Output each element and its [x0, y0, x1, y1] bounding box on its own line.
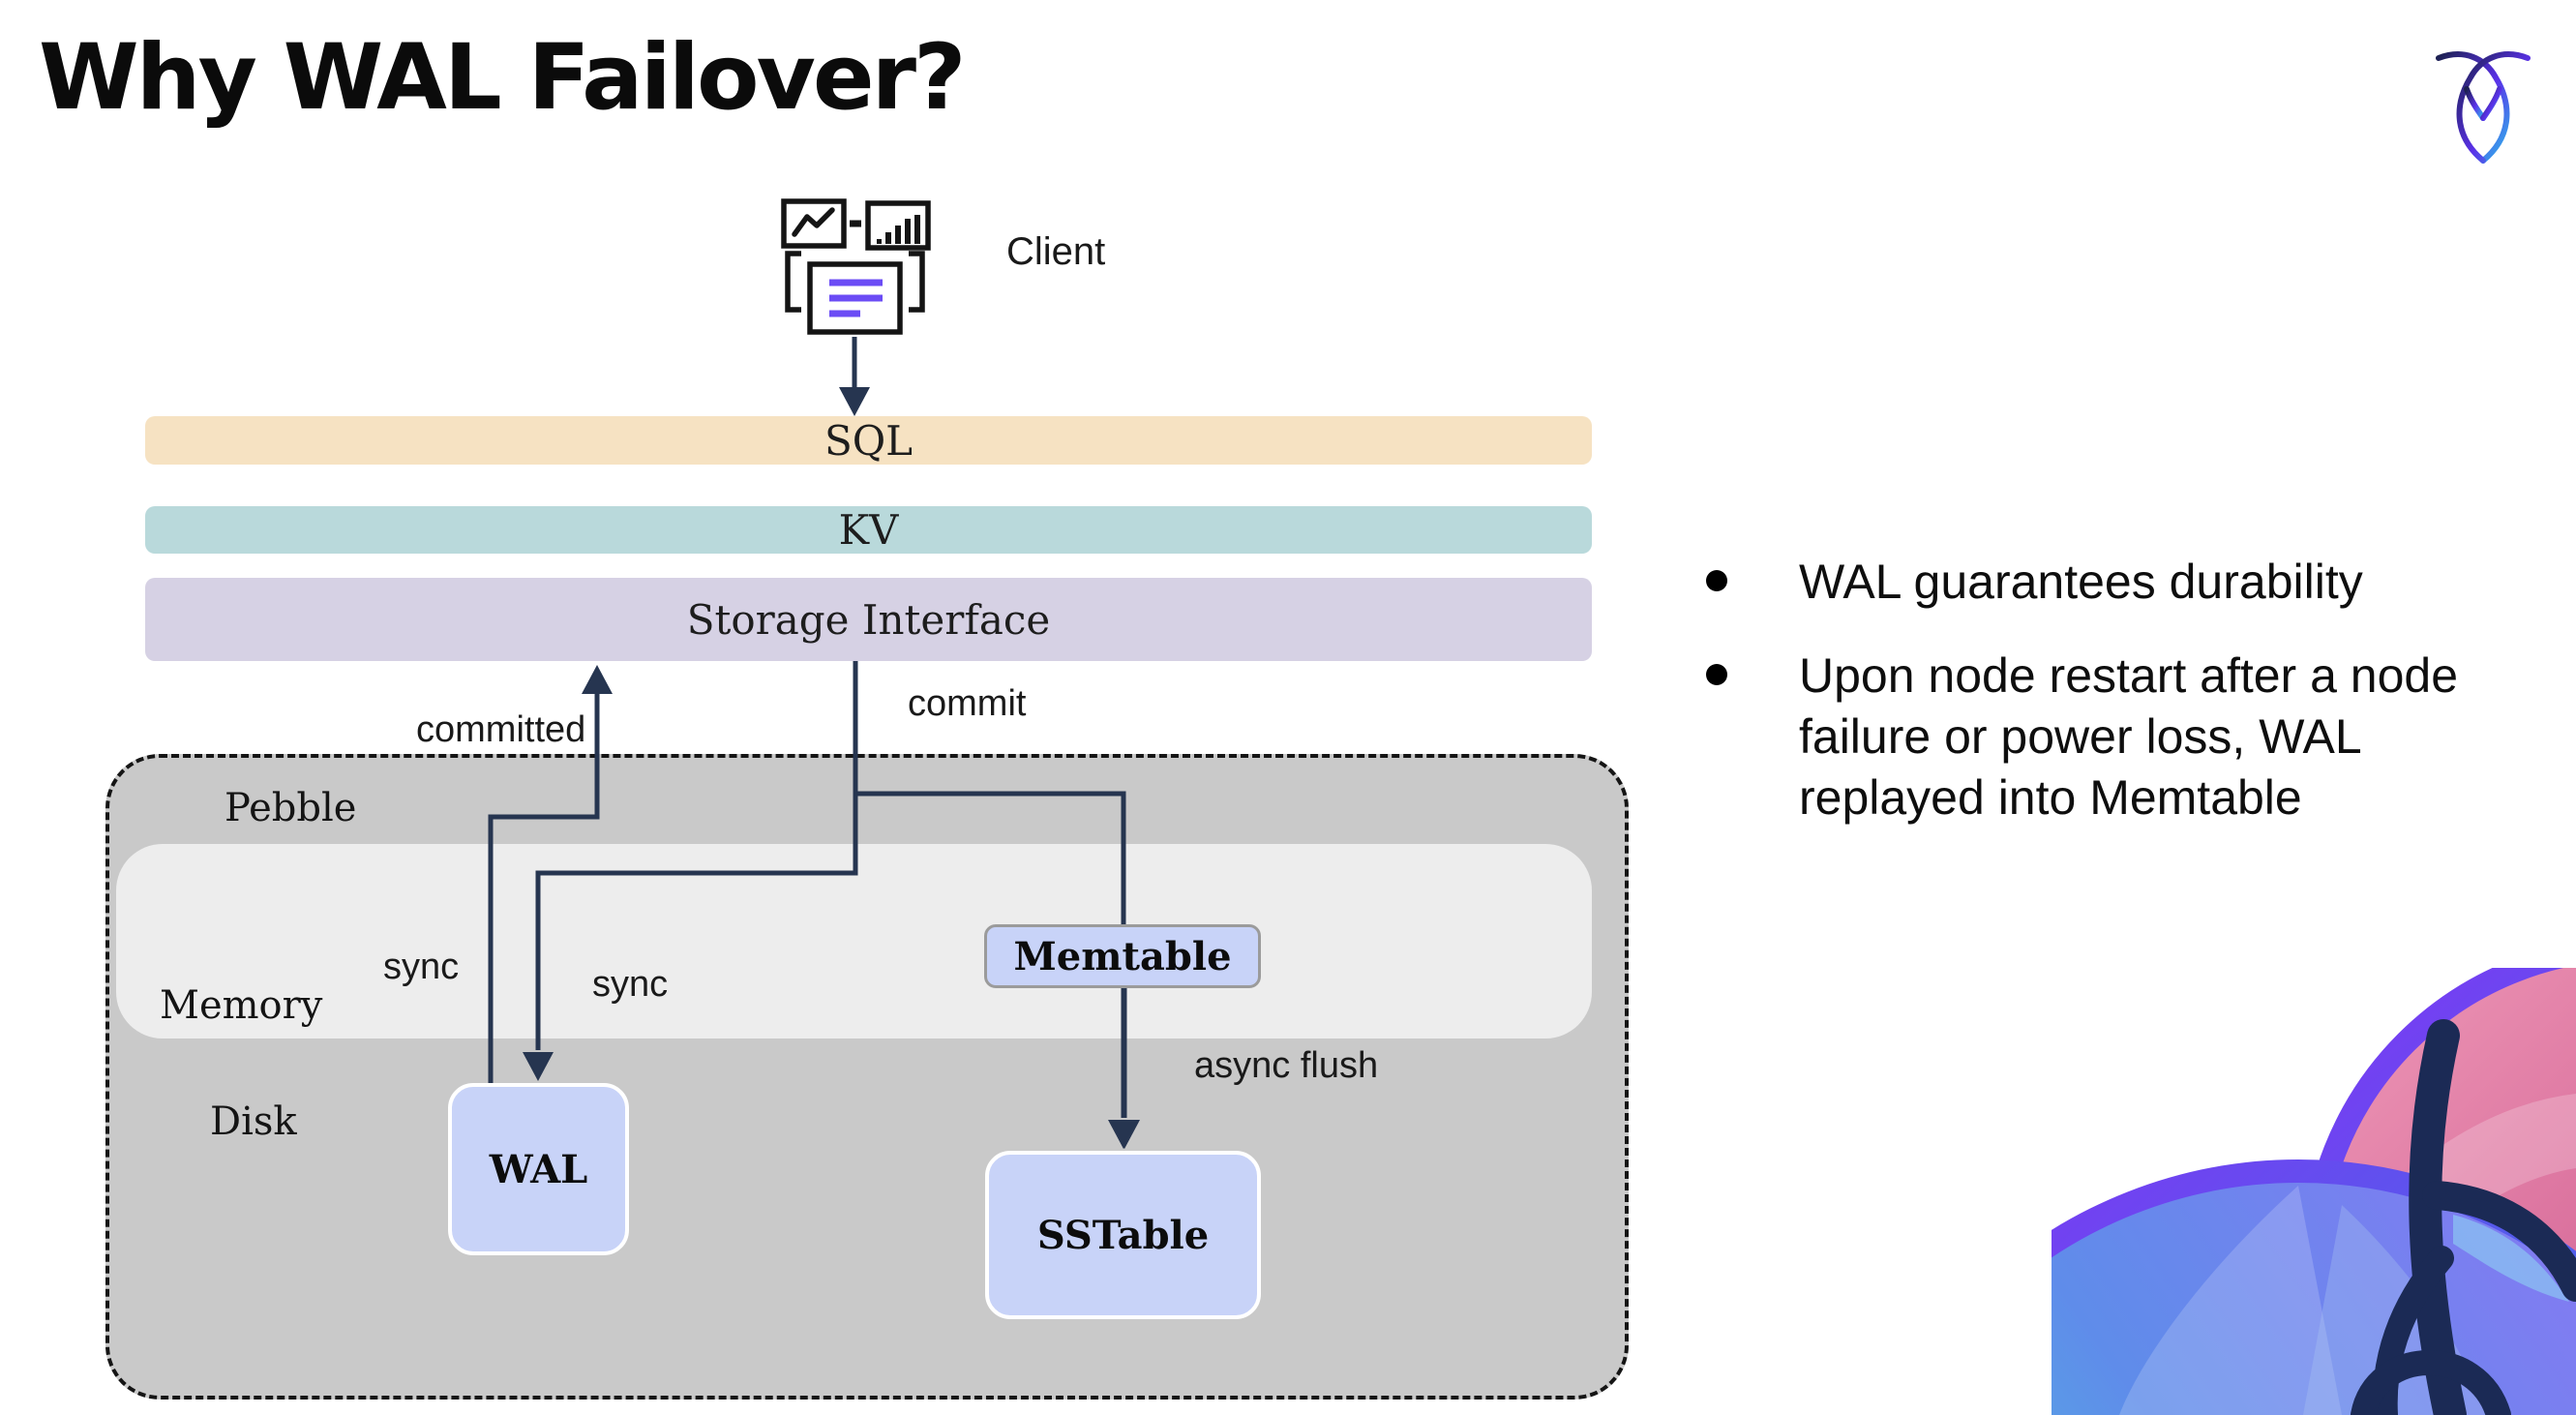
bullet-dot — [1706, 570, 1727, 591]
bullet-dot — [1706, 664, 1727, 685]
bullet-item: WAL guarantees durability — [1689, 552, 2521, 613]
storage-interface-layer-label: Storage Interface — [686, 595, 1051, 644]
memory-label: Memory — [160, 983, 323, 1028]
client-icon — [780, 194, 949, 339]
client-label: Client — [1006, 230, 1106, 273]
memory-band — [116, 844, 1592, 1039]
sync-left-edge-label: sync — [383, 947, 460, 987]
bullet-text: WAL guarantees durability — [1799, 555, 2363, 609]
sql-layer-bar: SQL — [145, 416, 1592, 465]
memtable-node: Memtable — [984, 924, 1261, 988]
memtable-node-label: Memtable — [1013, 933, 1232, 979]
bullet-item: Upon node restart after a node failure o… — [1689, 646, 2521, 828]
sync-right-edge-label: sync — [592, 964, 669, 1005]
kv-layer-bar: KV — [145, 506, 1592, 554]
sstable-node-label: SSTable — [1036, 1212, 1210, 1258]
sql-layer-label: SQL — [824, 416, 914, 465]
cockroachdb-logo-icon — [2435, 45, 2531, 166]
wal-node: WAL — [448, 1083, 629, 1255]
pebble-label: Pebble — [225, 786, 357, 830]
commit-edge-label: commit — [908, 683, 1027, 724]
wal-node-label: WAL — [489, 1146, 588, 1192]
async-flush-edge-label: async flush — [1194, 1045, 1379, 1086]
brand-graphic — [1882, 941, 2576, 1415]
disk-label: Disk — [210, 1099, 297, 1144]
page-title: Why WAL Failover? — [39, 25, 967, 131]
kv-layer-label: KV — [838, 506, 899, 554]
sstable-node: SSTable — [985, 1151, 1261, 1319]
committed-edge-label: committed — [416, 709, 586, 750]
bullet-list: WAL guarantees durability Upon node rest… — [1689, 552, 2521, 828]
storage-interface-layer-bar: Storage Interface — [145, 578, 1592, 661]
bullet-text: Upon node restart after a node failure o… — [1799, 648, 2459, 825]
